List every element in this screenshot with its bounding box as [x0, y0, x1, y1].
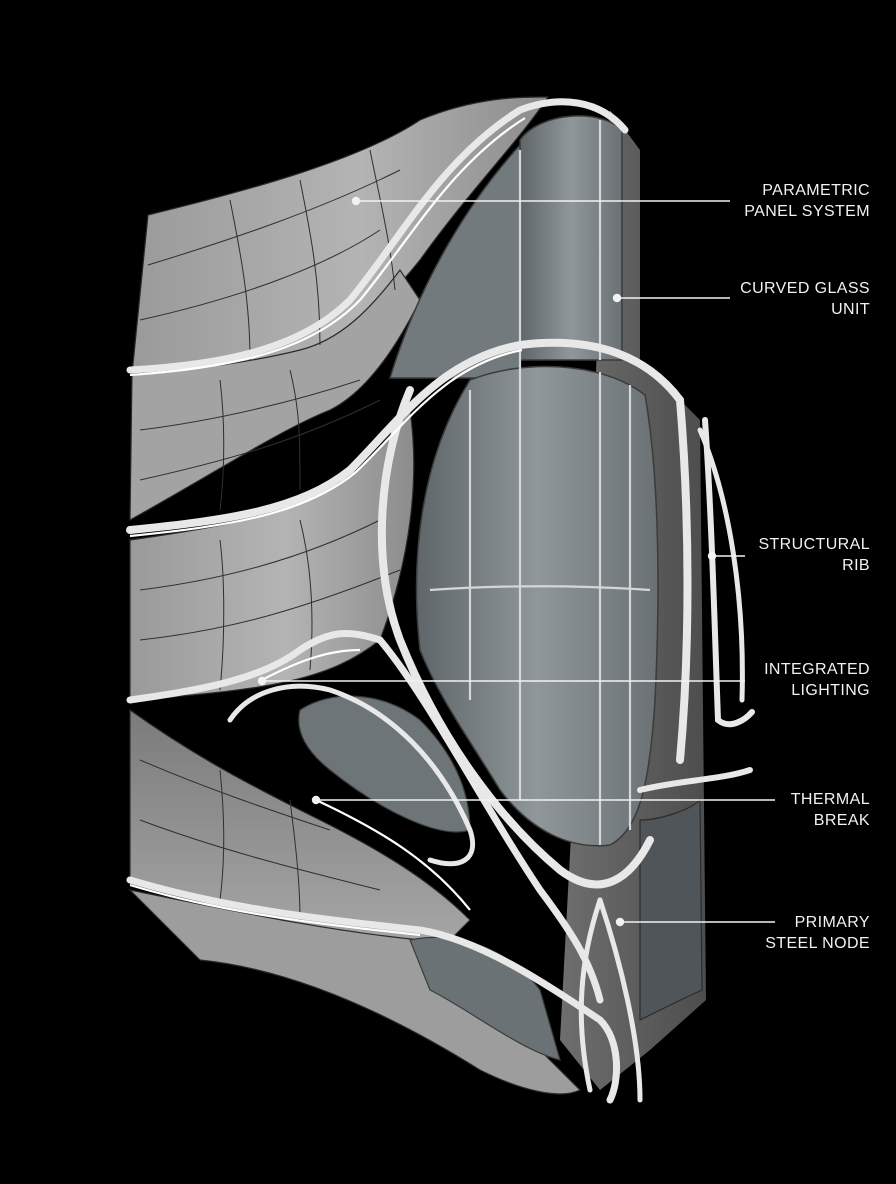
callout-line: PARAMETRIC [762, 182, 870, 199]
callout-thermal-break: THERMAL BREAK [791, 789, 870, 831]
callout-integrated-lighting: INTEGRATED LIGHTING [764, 659, 870, 701]
callout-line: PRIMARY [794, 914, 870, 931]
side-glass [639, 798, 703, 1021]
callout-line: PANEL SYSTEM [744, 203, 870, 220]
callout-line: RIB [842, 557, 870, 574]
callout-line: LIGHTING [791, 682, 870, 699]
glass-mullions [429, 120, 651, 845]
leader-lines [257, 196, 775, 927]
callout-line: BREAK [813, 812, 870, 829]
bottom-panel-surface [128, 889, 582, 1095]
lighting-strips [129, 117, 526, 937]
main-glass-window [415, 365, 659, 847]
callout-structural-rib: STRUCTURAL RIB [758, 534, 870, 576]
structural-ribs [126, 98, 755, 1104]
callout-line: UNIT [831, 301, 870, 318]
upper-glass-column [519, 115, 623, 361]
callout-primary-steel-node: PRIMARY STEEL NODE [765, 912, 870, 954]
callout-line: INTEGRATED [764, 661, 870, 678]
panel-grid-lines [139, 149, 401, 921]
callout-parametric-panel-system: PARAMETRIC PANEL SYSTEM [744, 180, 870, 222]
callout-line: CURVED GLASS [740, 280, 870, 297]
upper-glass-pane [388, 143, 521, 379]
callout-line: THERMAL [790, 791, 870, 808]
callout-line: STEEL NODE [765, 935, 870, 952]
callout-line: STRUCTURAL [758, 536, 870, 553]
callout-curved-glass-unit: CURVED GLASS UNIT [740, 278, 870, 320]
